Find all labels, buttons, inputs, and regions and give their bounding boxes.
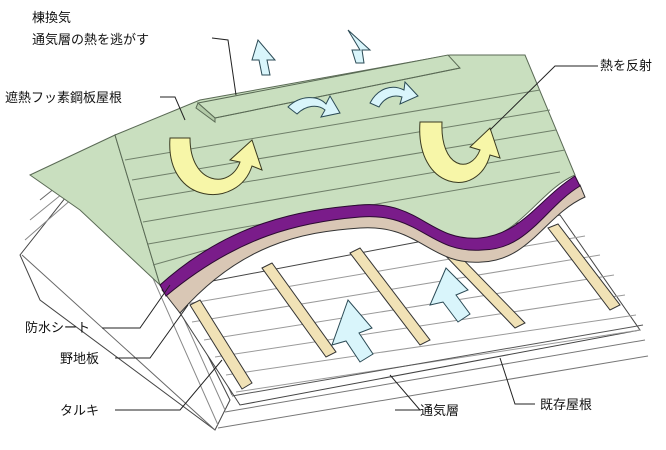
air-flow-arrows [251,29,471,363]
heat-arrows [169,121,501,196]
air-flow-arrow-icon [347,29,372,64]
labels: 棟換気 通気層の熱を逃がす 遮熱フッ素鋼板屋根 熱を反射 防水シート 野地板 タ… [5,10,652,419]
label-waterproof-sheet: 防水シート [25,320,90,336]
leader-lines [102,37,598,411]
leader-air-layer [389,374,422,411]
leader-ridge-vent [211,37,237,96]
rafter-1 [189,299,253,390]
air-flow-arrow-icon [331,299,374,363]
label-roof-panel: 遮熱フッ素鋼板屋根 [5,90,122,106]
left-eave-line [21,254,216,431]
label-rafter: タルキ [60,404,99,419]
waterproof-sheet [159,175,581,297]
leader-waterproof [102,284,171,329]
leader-rafter [115,359,223,411]
eave-strip-2 [224,339,646,413]
rafter-2 [261,262,337,358]
air-flow-arrow-icon [251,38,277,76]
heat-reflection-arrow-icon [419,121,501,183]
label-heat-reflect: 熱を反射 [600,58,652,74]
roof-panel-group [29,54,576,287]
label-sheathing-board: 野地板 [60,352,99,367]
leader-sheathing [115,304,189,359]
section-layers [159,175,586,314]
existing-roof-lines [179,235,641,393]
label-existing-roof: 既存屋根 [540,398,592,413]
rafter-3 [349,247,431,346]
heat-reflection-arrow-icon [169,137,263,196]
label-ridge-vent-line1: 棟換気 [32,10,71,26]
eave-strip-1 [231,324,644,397]
leader-existing-roof [499,357,535,405]
rafter-5 [547,223,621,311]
air-flow-arrow-icon [429,267,471,323]
air-flow-arrow-icon [369,80,419,108]
label-ridge-vent-line2: 通気層の熱を逃がす [32,32,149,48]
label-air-layer: 通気層 [420,403,459,419]
air-flow-arrow-icon [287,94,341,118]
leader-heat-reflect [489,65,598,131]
leader-roof-panel [160,96,186,121]
ridge-vent-end [195,102,216,123]
eave-strip-3 [217,355,649,429]
rafters [189,223,621,390]
